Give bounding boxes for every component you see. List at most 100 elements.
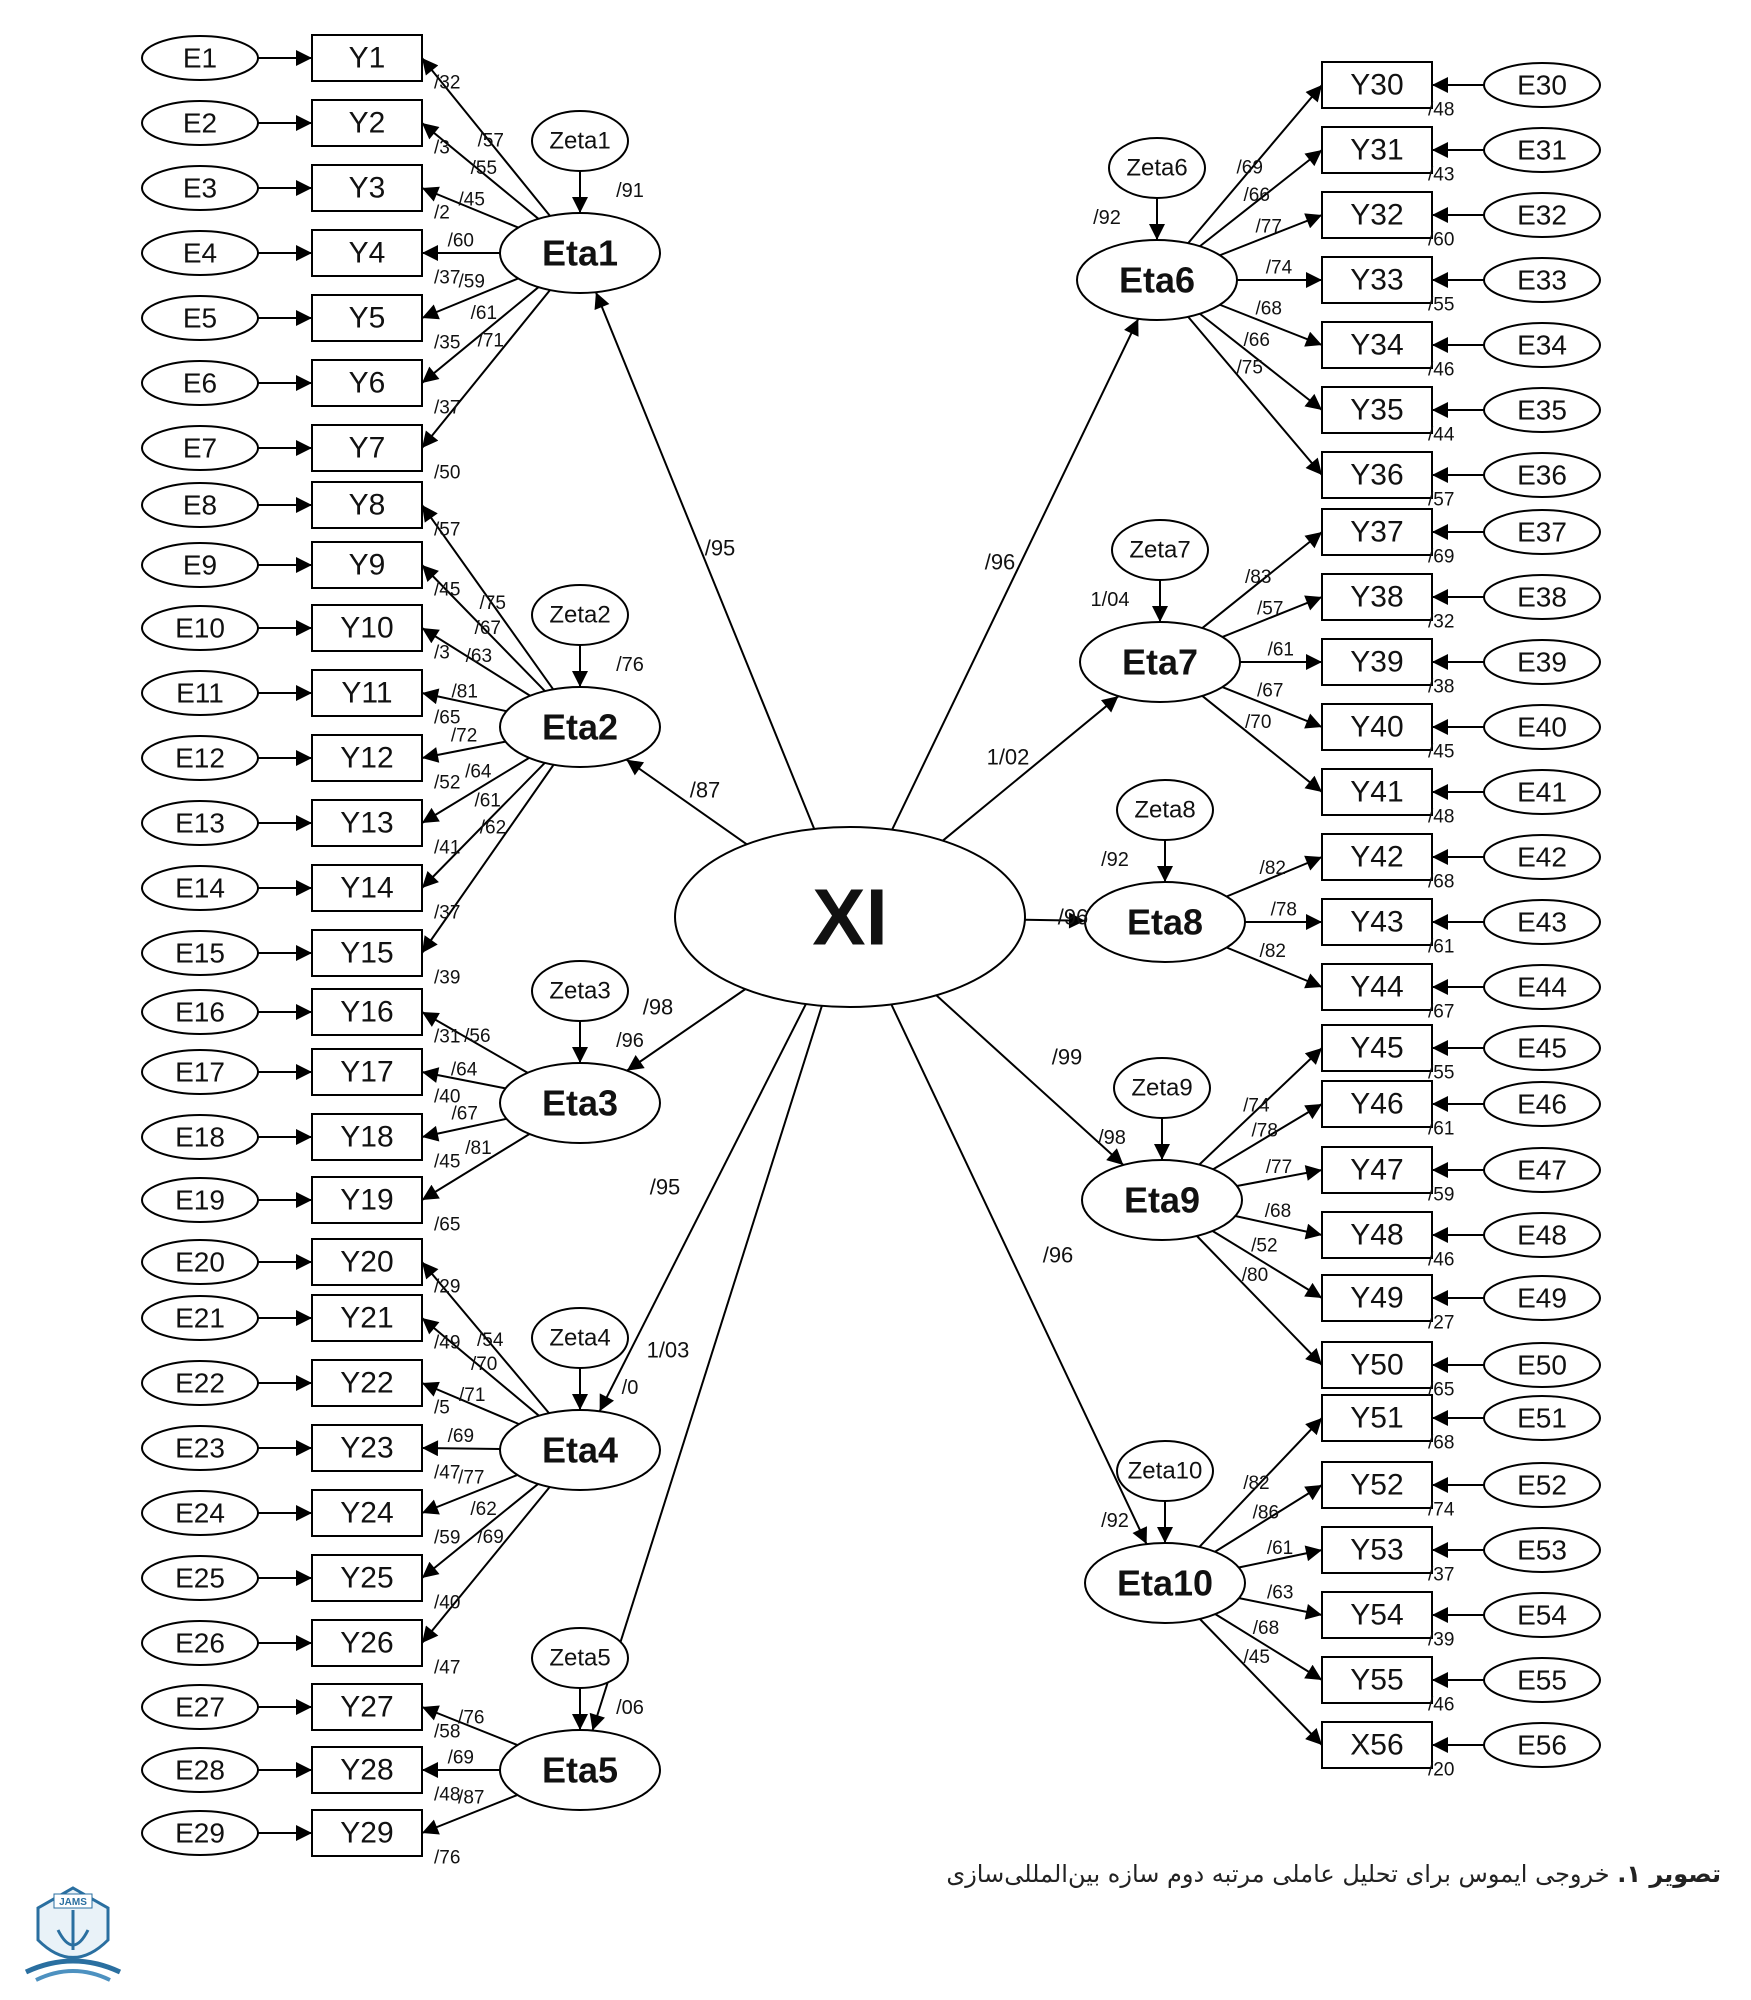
eta8-to-y44-arrow bbox=[1226, 946, 1323, 989]
y14-label: Y14 bbox=[340, 872, 393, 905]
e41-label: E41 bbox=[1517, 777, 1567, 808]
e53-label: E53 bbox=[1517, 1535, 1567, 1566]
y39-loading: /61 bbox=[1268, 640, 1294, 661]
y52-indicator bbox=[1321, 1461, 1433, 1509]
y26-indicator bbox=[311, 1619, 423, 1667]
e34-label: E34 bbox=[1517, 330, 1567, 361]
y20-r2: /29 bbox=[434, 1277, 460, 1298]
e38-label: E38 bbox=[1517, 582, 1567, 613]
y23-loading: /69 bbox=[448, 1426, 474, 1447]
y28-label: Y28 bbox=[340, 1754, 393, 1787]
e29-label: E29 bbox=[175, 1818, 225, 1849]
y12-label: Y12 bbox=[340, 742, 393, 775]
e52-error bbox=[1483, 1462, 1601, 1508]
y40-r2: /45 bbox=[1428, 742, 1454, 763]
y52-loading: /86 bbox=[1253, 1503, 1279, 1524]
y46-label: Y46 bbox=[1350, 1088, 1403, 1121]
y16-indicator bbox=[311, 988, 423, 1036]
y18-loading: /67 bbox=[451, 1104, 477, 1125]
e31-error bbox=[1483, 127, 1601, 173]
eta6-latent bbox=[1076, 239, 1238, 321]
zeta4-label: Zeta4 bbox=[549, 1325, 610, 1352]
e21-label: E21 bbox=[175, 1303, 225, 1334]
eta8-latent bbox=[1084, 881, 1246, 963]
e8-error bbox=[141, 482, 259, 528]
eta7-to-y38-arrow bbox=[1222, 595, 1323, 638]
eta6-to-y30-arrow bbox=[1187, 84, 1323, 244]
y16-label: Y16 bbox=[340, 996, 393, 1029]
eta2-label: Eta2 bbox=[542, 707, 618, 748]
e14-label: E14 bbox=[175, 873, 225, 904]
y40-indicator bbox=[1321, 703, 1433, 751]
y37-loading: /83 bbox=[1245, 567, 1271, 588]
eta1-to-y5-arrow bbox=[421, 277, 519, 320]
eta6-to-y32-arrow bbox=[1219, 213, 1323, 257]
eta9-to-y49-arrow bbox=[1212, 1230, 1323, 1299]
y47-r2: /59 bbox=[1428, 1185, 1454, 1206]
y30-r2: /48 bbox=[1428, 100, 1454, 121]
y10-r2: /3 bbox=[434, 643, 450, 664]
x56-r2: /20 bbox=[1428, 1760, 1454, 1781]
y8-indicator bbox=[311, 481, 423, 529]
y35-r2: /44 bbox=[1428, 425, 1455, 446]
e19-label: E19 bbox=[175, 1185, 225, 1216]
xi-coef-eta2: /87 bbox=[690, 778, 721, 803]
e8-label: E8 bbox=[183, 490, 217, 521]
y2-r2: /3 bbox=[434, 138, 450, 159]
y5-loading: /59 bbox=[459, 272, 485, 293]
y8-loading: /75 bbox=[479, 593, 505, 614]
e24-error bbox=[141, 1490, 259, 1536]
y45-label: Y45 bbox=[1350, 1032, 1403, 1065]
y50-indicator bbox=[1321, 1341, 1433, 1389]
y13-label: Y13 bbox=[340, 807, 393, 840]
zeta5-disturbance bbox=[531, 1627, 629, 1689]
xi-to-eta9-arrow bbox=[935, 994, 1125, 1166]
y23-r2: /47 bbox=[434, 1463, 460, 1484]
y6-loading: /61 bbox=[471, 303, 497, 324]
y11-r2: /65 bbox=[434, 708, 460, 729]
y45-indicator bbox=[1321, 1024, 1433, 1072]
eta5-label: Eta5 bbox=[542, 1750, 618, 1791]
e29-error bbox=[141, 1810, 259, 1856]
y20-label: Y20 bbox=[340, 1246, 393, 1279]
y46-indicator bbox=[1321, 1080, 1433, 1128]
e38-error bbox=[1483, 574, 1601, 620]
e46-label: E46 bbox=[1517, 1089, 1567, 1120]
zeta4-coef: /0 bbox=[622, 1377, 639, 1399]
y4-loading: /60 bbox=[448, 231, 474, 252]
eta1-label: Eta1 bbox=[542, 233, 618, 274]
y38-label: Y38 bbox=[1350, 581, 1403, 614]
e6-error bbox=[141, 360, 259, 406]
e37-error bbox=[1483, 509, 1601, 555]
y43-r2: /61 bbox=[1428, 937, 1454, 958]
jams-logo-icon: JAMS bbox=[24, 1886, 122, 1982]
y42-indicator bbox=[1321, 833, 1433, 881]
eta3-label: Eta3 bbox=[542, 1083, 618, 1124]
y18-label: Y18 bbox=[340, 1121, 393, 1154]
zeta5-coef: /06 bbox=[616, 1697, 644, 1719]
xi-to-eta8-arrow bbox=[1024, 912, 1086, 929]
e4-label: E4 bbox=[183, 238, 217, 269]
e37-label: E37 bbox=[1517, 517, 1567, 548]
y17-indicator bbox=[311, 1048, 423, 1096]
e17-error bbox=[141, 1049, 259, 1095]
y54-label: Y54 bbox=[1350, 1599, 1403, 1632]
y7-loading: /71 bbox=[478, 331, 504, 352]
xi-to-eta6-arrow bbox=[891, 318, 1140, 831]
eta5-to-y29-arrow bbox=[421, 1794, 518, 1835]
e53-error bbox=[1483, 1527, 1601, 1573]
caption-text: خروجی ایموس برای تحلیل عاملی مرتبه دوم س… bbox=[946, 1860, 1618, 1888]
y46-loading: /78 bbox=[1252, 1121, 1278, 1142]
zeta3-disturbance bbox=[531, 960, 629, 1022]
e18-label: E18 bbox=[175, 1122, 225, 1153]
e43-error bbox=[1483, 899, 1601, 945]
y48-loading: /68 bbox=[1265, 1201, 1291, 1222]
y32-indicator bbox=[1321, 191, 1433, 239]
y10-loading: /63 bbox=[466, 646, 492, 667]
zeta10-coef: /92 bbox=[1101, 1510, 1129, 1532]
e39-error bbox=[1483, 639, 1601, 685]
y19-label: Y19 bbox=[340, 1184, 393, 1217]
eta2-to-y15-arrow bbox=[421, 764, 555, 954]
sem-diagram: XI/95Eta1Zeta1/91Y1E1/57/32Y2E2/55/3Y3E3… bbox=[141, 34, 1601, 1869]
xi-label: XI bbox=[812, 873, 888, 962]
